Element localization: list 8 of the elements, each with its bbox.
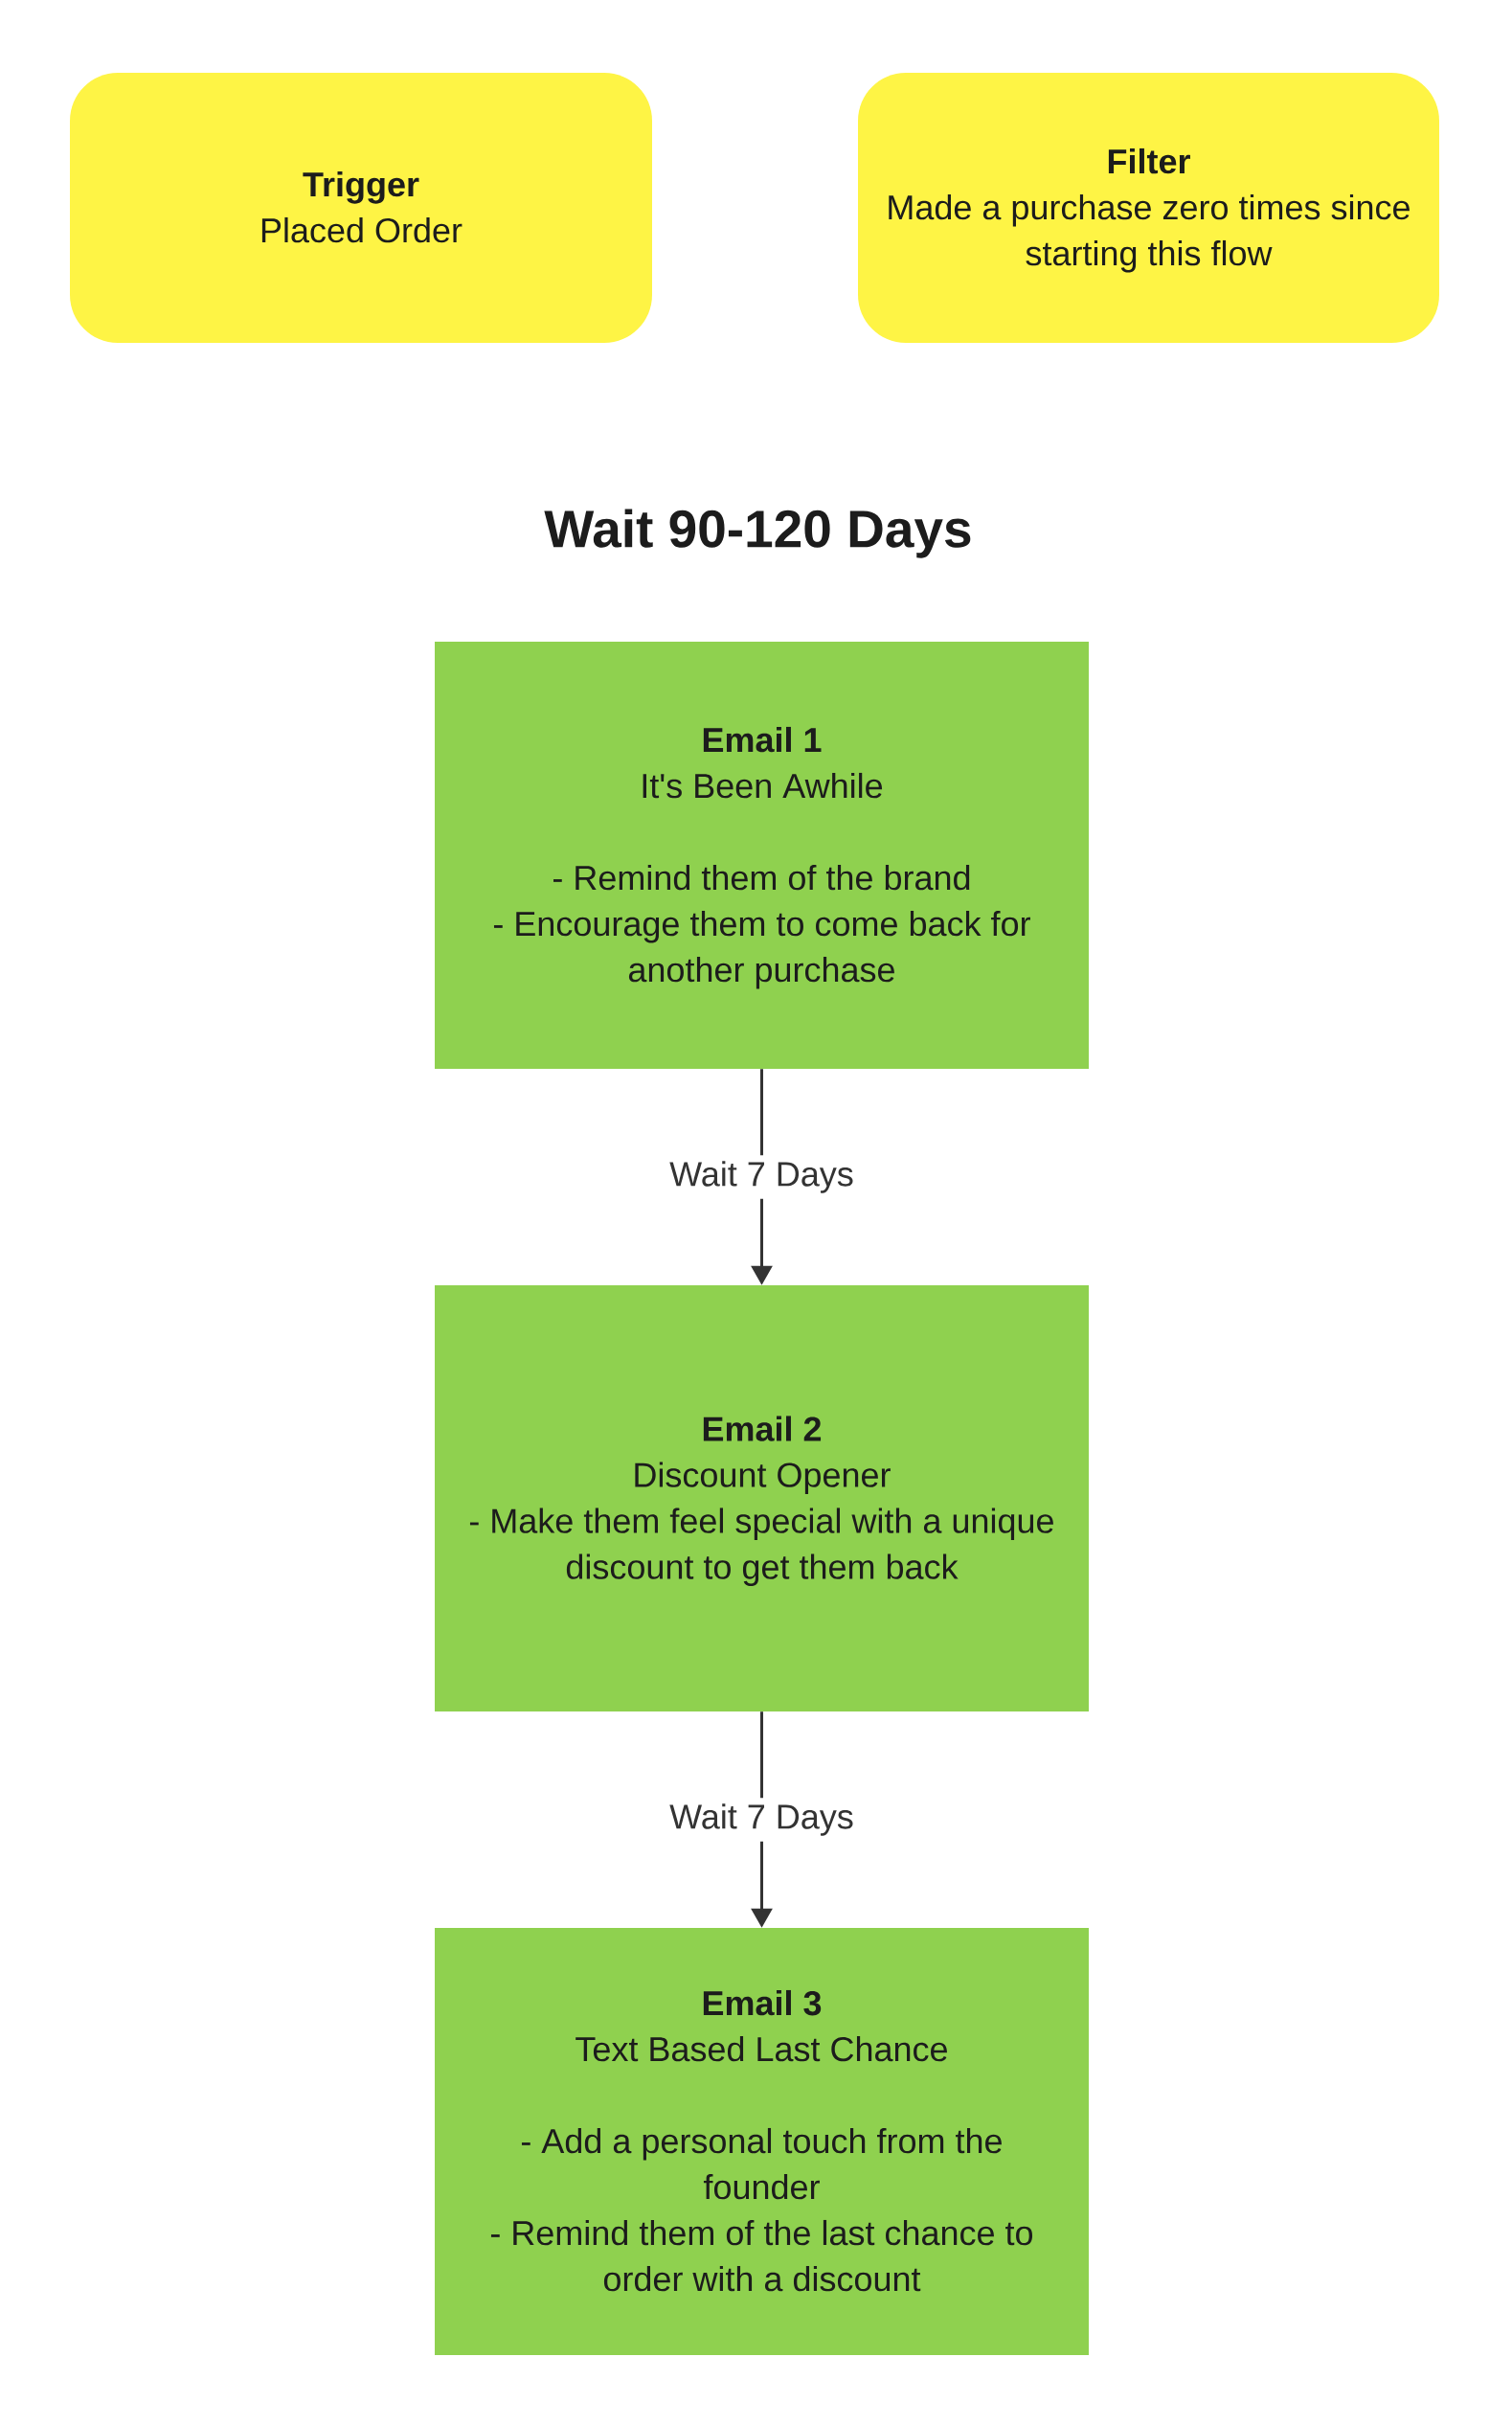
process-box: Email 2 Discount Opener - Make them feel special with a unique discount to get them back <box>435 1285 1089 1711</box>
rounded-box: Trigger Placed Order <box>70 73 652 343</box>
heading: Wait 90-120 Days <box>544 509 971 558</box>
process-box: Email 3 Text Based Last Chance - Add a personal touch from the founder - Remind them of the last chance to order with a discount <box>435 1928 1089 2355</box>
edge-label: Wait 7 Days <box>664 1798 860 1842</box>
edge-label: Wait 7 Days <box>664 1155 860 1199</box>
process-box: Email 1 It's Been Awhile - Remind them of the brand - Encourage them to come back for another purchase <box>435 642 1089 1069</box>
rounded-box: Filter Made a purchase zero times since starting this flow <box>858 73 1439 343</box>
